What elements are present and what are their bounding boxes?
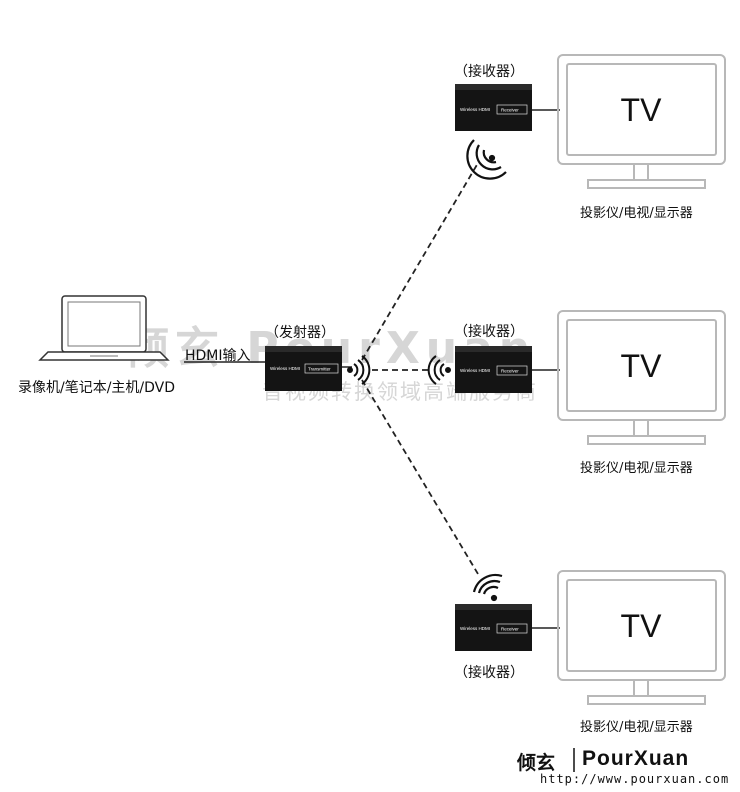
wireless-link-bottom	[361, 379, 479, 575]
transmitter-label: （发射器）	[265, 325, 335, 341]
transmitter-badge: Transmitter	[308, 367, 331, 372]
logo-en: PourXuan	[582, 747, 690, 770]
display-top-label: 投影仪/电视/显示器	[580, 206, 693, 221]
svg-text:Wireless HDMI: Wireless HDMI	[460, 107, 490, 112]
display-bottom-label: 投影仪/电视/显示器	[580, 720, 693, 735]
receiver-middle-label: （接收器）	[454, 324, 524, 340]
logo-cn: 倾玄	[517, 752, 556, 774]
tv-monitor-top	[557, 54, 726, 189]
transmitter-device-text: Wireless HDMI	[270, 366, 300, 371]
tv-top-text: TV	[621, 92, 663, 128]
source-label: 录像机/笔记本/主机/DVD	[18, 380, 176, 396]
tv-monitor-middle	[557, 310, 726, 445]
receiver-bottom-signal-icon	[472, 573, 503, 602]
svg-text:Wireless HDMI: Wireless HDMI	[460, 626, 490, 631]
transmitter-signal-icon	[347, 355, 371, 385]
receiver-top-label: （接收器）	[454, 64, 524, 80]
receiver-middle-signal-icon	[427, 355, 451, 385]
svg-text:Wireless HDMI: Wireless HDMI	[460, 368, 490, 373]
receiver-middle-device: Wireless HDMI Receiver	[455, 346, 532, 393]
receiver-bottom-label: （接收器）	[454, 665, 524, 681]
receiver-top-signal-icon	[466, 139, 507, 180]
laptop-icon	[38, 295, 170, 361]
tv-bottom-text: TV	[621, 608, 663, 644]
tv-monitor-bottom	[557, 570, 726, 705]
display-middle-label: 投影仪/电视/显示器	[580, 461, 693, 476]
receiver-bottom-device: Wireless HDMI Receiver	[455, 604, 532, 651]
tv-middle-text: TV	[621, 348, 663, 384]
svg-text:Receiver: Receiver	[501, 369, 519, 374]
logo-url: http://www.pourxuan.com	[540, 772, 730, 786]
svg-text:Receiver: Receiver	[501, 627, 519, 632]
wireless-link-top	[361, 162, 479, 361]
svg-text:Receiver: Receiver	[501, 108, 519, 113]
transmitter-device: Wireless HDMI Transmitter	[265, 346, 342, 391]
receiver-top-device: Wireless HDMI Receiver	[455, 84, 532, 131]
hdmi-input-label: HDMI输入	[185, 348, 251, 364]
